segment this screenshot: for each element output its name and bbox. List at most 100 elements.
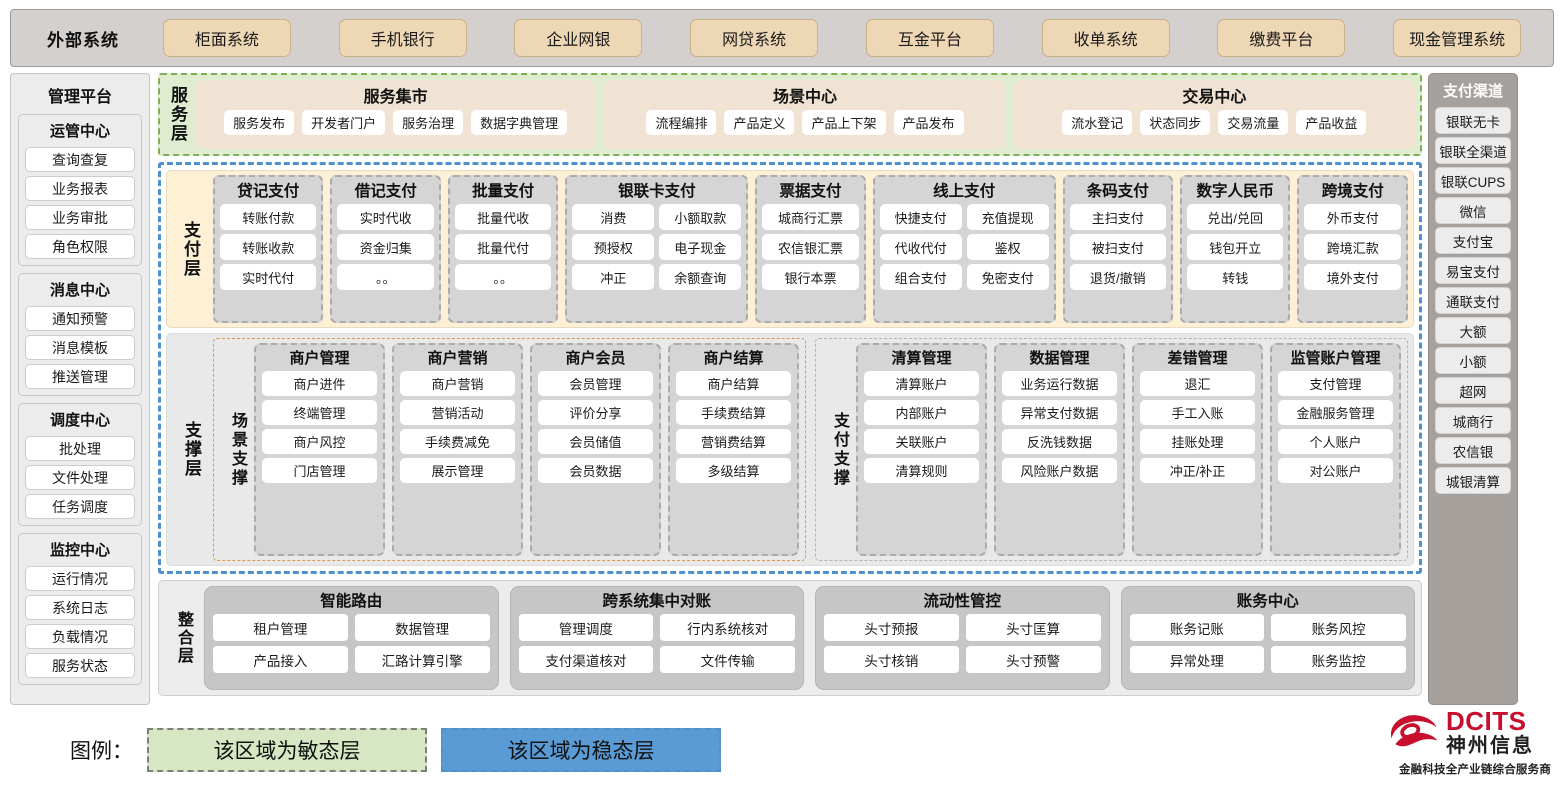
payment-chip[interactable]: 实时代收 bbox=[337, 204, 434, 230]
payment-chip[interactable]: 小额取款 bbox=[659, 204, 742, 230]
support-chip[interactable]: 商户结算 bbox=[676, 371, 791, 396]
payment-chip[interactable]: 。。 bbox=[454, 264, 552, 290]
payment-channel-item[interactable]: 城商行 bbox=[1435, 407, 1511, 434]
payment-chip[interactable]: 跨境汇款 bbox=[1304, 234, 1401, 260]
payment-channel-item[interactable]: 支付宝 bbox=[1435, 227, 1511, 254]
payment-chip[interactable]: 兑出/兑回 bbox=[1187, 204, 1284, 230]
payment-chip[interactable]: 转账收款 bbox=[220, 234, 317, 260]
service-chip[interactable]: 开发者门户 bbox=[302, 110, 386, 135]
external-system-chip[interactable]: 手机银行 bbox=[338, 19, 467, 57]
management-item[interactable]: 通知预警 bbox=[25, 306, 135, 331]
integration-chip[interactable]: 头寸匡算 bbox=[965, 614, 1101, 641]
payment-channel-item[interactable]: 银联无卡 bbox=[1435, 107, 1511, 134]
payment-chip[interactable]: 电子现金 bbox=[659, 234, 742, 260]
external-system-chip[interactable]: 柜面系统 bbox=[162, 19, 291, 57]
payment-chip[interactable]: 境外支付 bbox=[1304, 264, 1401, 290]
service-chip[interactable]: 产品收益 bbox=[1296, 110, 1367, 135]
management-item[interactable]: 运行情况 bbox=[25, 566, 135, 591]
integration-chip[interactable]: 支付渠道核对 bbox=[518, 646, 654, 673]
support-chip[interactable]: 手工入账 bbox=[1140, 400, 1255, 425]
payment-chip[interactable]: 被扫支付 bbox=[1069, 234, 1166, 260]
support-chip[interactable]: 会员管理 bbox=[538, 371, 653, 396]
payment-channel-item[interactable]: 银联CUPS bbox=[1435, 167, 1511, 194]
payment-chip[interactable]: 外币支付 bbox=[1304, 204, 1401, 230]
support-chip[interactable]: 会员数据 bbox=[538, 458, 653, 483]
management-item[interactable]: 消息模板 bbox=[25, 335, 135, 360]
payment-chip[interactable]: 农信银汇票 bbox=[762, 234, 859, 260]
support-chip[interactable]: 冲正/补正 bbox=[1140, 458, 1255, 483]
service-chip[interactable]: 产品上下架 bbox=[802, 110, 886, 135]
integration-chip[interactable]: 管理调度 bbox=[518, 614, 654, 641]
payment-chip[interactable]: 实时代付 bbox=[220, 264, 317, 290]
support-chip[interactable]: 终端管理 bbox=[262, 400, 377, 425]
payment-channel-item[interactable]: 城银清算 bbox=[1435, 467, 1511, 494]
management-item[interactable]: 业务报表 bbox=[25, 176, 135, 201]
integration-chip[interactable]: 行内系统核对 bbox=[660, 614, 795, 641]
payment-chip[interactable]: 转账付款 bbox=[220, 204, 317, 230]
service-chip[interactable]: 状态同步 bbox=[1140, 110, 1211, 135]
service-chip[interactable]: 交易流量 bbox=[1218, 110, 1289, 135]
support-chip[interactable]: 手续费结算 bbox=[676, 400, 791, 425]
payment-chip[interactable]: 钱包开立 bbox=[1187, 234, 1284, 260]
payment-chip[interactable]: 转钱 bbox=[1187, 264, 1284, 290]
support-chip[interactable]: 展示管理 bbox=[400, 458, 515, 483]
payment-chip[interactable]: 预授权 bbox=[572, 234, 655, 260]
payment-channel-item[interactable]: 通联支付 bbox=[1435, 287, 1511, 314]
management-item[interactable]: 推送管理 bbox=[25, 364, 135, 389]
external-system-chip[interactable]: 网贷系统 bbox=[690, 19, 819, 57]
management-item[interactable]: 查询查复 bbox=[25, 147, 135, 172]
support-chip[interactable]: 异常支付数据 bbox=[1002, 400, 1117, 425]
support-chip[interactable]: 清算规则 bbox=[864, 458, 979, 483]
management-item[interactable]: 服务状态 bbox=[25, 653, 135, 678]
integration-chip[interactable]: 头寸核销 bbox=[824, 646, 959, 673]
external-system-chip[interactable]: 缴费平台 bbox=[1217, 19, 1346, 57]
integration-chip[interactable]: 账务风控 bbox=[1271, 614, 1406, 641]
support-chip[interactable]: 清算账户 bbox=[864, 371, 979, 396]
support-chip[interactable]: 商户风控 bbox=[262, 429, 377, 454]
support-chip[interactable]: 业务运行数据 bbox=[1002, 371, 1117, 396]
payment-channel-item[interactable]: 易宝支付 bbox=[1435, 257, 1511, 284]
external-system-chip[interactable]: 互金平台 bbox=[865, 19, 994, 57]
payment-chip[interactable]: 充值提现 bbox=[966, 204, 1049, 230]
payment-channel-item[interactable]: 微信 bbox=[1435, 197, 1511, 224]
management-item[interactable]: 负载情况 bbox=[25, 624, 135, 649]
payment-chip[interactable]: 冲正 bbox=[572, 264, 655, 290]
payment-chip[interactable]: 主扫支付 bbox=[1069, 204, 1166, 230]
service-chip[interactable]: 流水登记 bbox=[1062, 110, 1133, 135]
payment-chip[interactable]: 消费 bbox=[572, 204, 655, 230]
support-chip[interactable]: 挂账处理 bbox=[1140, 429, 1255, 454]
integration-chip[interactable]: 账务监控 bbox=[1271, 646, 1406, 673]
payment-chip[interactable]: 批量代付 bbox=[454, 234, 552, 260]
service-chip[interactable]: 服务发布 bbox=[224, 110, 295, 135]
payment-chip[interactable]: 代收代付 bbox=[879, 234, 962, 260]
support-chip[interactable]: 手续费减免 bbox=[400, 429, 515, 454]
support-chip[interactable]: 商户进件 bbox=[262, 371, 377, 396]
support-chip[interactable]: 会员储值 bbox=[538, 429, 653, 454]
payment-channel-item[interactable]: 小额 bbox=[1435, 347, 1511, 374]
integration-chip[interactable]: 文件传输 bbox=[660, 646, 795, 673]
service-chip[interactable]: 服务治理 bbox=[393, 110, 464, 135]
integration-chip[interactable]: 头寸预报 bbox=[824, 614, 959, 641]
payment-chip[interactable]: 资金归集 bbox=[337, 234, 434, 260]
integration-chip[interactable]: 数据管理 bbox=[354, 614, 490, 641]
payment-chip[interactable]: 城商行汇票 bbox=[762, 204, 859, 230]
payment-chip[interactable]: 批量代收 bbox=[454, 204, 552, 230]
payment-chip[interactable]: 鉴权 bbox=[966, 234, 1049, 260]
support-chip[interactable]: 退汇 bbox=[1140, 371, 1255, 396]
payment-channel-item[interactable]: 农信银 bbox=[1435, 437, 1511, 464]
payment-chip[interactable]: 快捷支付 bbox=[879, 204, 962, 230]
support-chip[interactable]: 风险账户数据 bbox=[1002, 458, 1117, 483]
support-chip[interactable]: 个人账户 bbox=[1278, 429, 1393, 454]
payment-channel-item[interactable]: 大额 bbox=[1435, 317, 1511, 344]
external-system-chip[interactable]: 企业网银 bbox=[514, 19, 643, 57]
service-chip[interactable]: 产品定义 bbox=[724, 110, 795, 135]
integration-chip[interactable]: 产品接入 bbox=[213, 646, 348, 673]
payment-chip[interactable]: 退货/撤销 bbox=[1069, 264, 1166, 290]
service-chip[interactable]: 流程编排 bbox=[646, 110, 717, 135]
payment-chip[interactable]: 免密支付 bbox=[966, 264, 1049, 290]
support-chip[interactable]: 多级结算 bbox=[676, 458, 791, 483]
support-chip[interactable]: 营销活动 bbox=[400, 400, 515, 425]
service-chip[interactable]: 产品发布 bbox=[893, 110, 964, 135]
payment-channel-item[interactable]: 超网 bbox=[1435, 377, 1511, 404]
support-chip[interactable]: 内部账户 bbox=[864, 400, 979, 425]
